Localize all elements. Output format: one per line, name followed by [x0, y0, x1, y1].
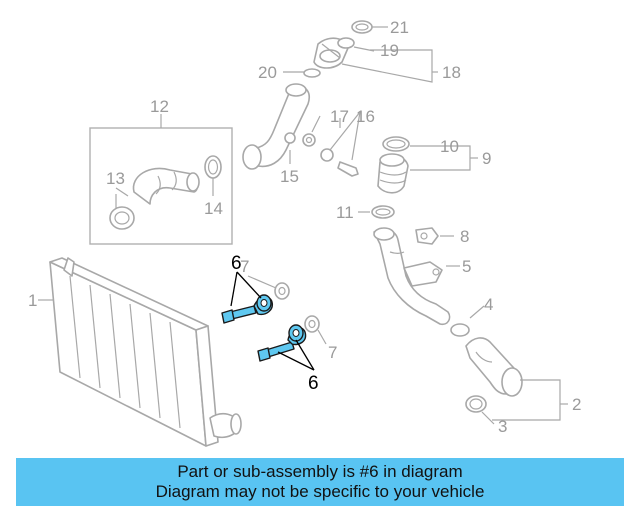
hose-part-13: [109, 167, 200, 230]
callout-11: 11: [336, 203, 354, 222]
part-6-leaders: [230, 271, 315, 371]
bolt-part-16: [320, 148, 359, 177]
callout-18: 18: [442, 63, 461, 82]
callout-7-lower: 7: [328, 343, 337, 362]
pipe-part-5: [373, 227, 451, 326]
clamp-part-11: [371, 205, 395, 219]
banner-line-part-number: Part or sub-assembly is #6 in diagram: [177, 462, 463, 481]
callout-1: 1: [28, 291, 37, 310]
callout-4: 4: [484, 295, 493, 314]
pipe-part-18: [313, 37, 349, 69]
callout-labels: 1 2 3 4 5 6 6 7 7 8 9 10 11 12 13 14 15 …: [28, 18, 581, 436]
clamp-part-10: [382, 136, 410, 152]
group-box-12: [89, 114, 233, 245]
clamp-part-21: [351, 20, 373, 34]
callout-13: 13: [106, 169, 125, 188]
callout-9: 9: [482, 149, 491, 168]
bolt-part-6-lower: [257, 324, 307, 362]
charge-pipe-upper: [242, 83, 310, 170]
callout-12: 12: [150, 97, 169, 116]
intercooler-part-1: [49, 257, 242, 447]
callout-17: 17: [330, 107, 349, 126]
callout-20: 20: [258, 63, 277, 82]
callout-21: 21: [390, 18, 409, 37]
leader-lines: [38, 26, 568, 425]
clamp-part-3: [465, 395, 487, 413]
callout-3: 3: [498, 417, 507, 436]
callout-2: 2: [572, 395, 581, 414]
info-banner: Part or sub-assembly is #6 in diagram Di…: [16, 458, 624, 506]
callout-7-upper: 7: [240, 257, 249, 276]
callout-15: 15: [280, 167, 299, 186]
oring-part-4: [450, 323, 470, 337]
callout-19: 19: [380, 41, 399, 60]
nut-part-17: [302, 133, 316, 147]
banner-line-disclaimer: Diagram may not be specific to your vehi…: [155, 482, 485, 501]
callout-6-upper: 6: [231, 253, 242, 274]
hose-part-2: [465, 337, 523, 397]
callout-5: 5: [462, 257, 471, 276]
callout-14: 14: [204, 199, 223, 218]
callout-8: 8: [460, 227, 469, 246]
hose-part-9: [377, 153, 409, 194]
parts-diagram: 1 2 3 4 5 6 6 7 7 8 9 10 11 12 13 14 15 …: [28, 18, 581, 447]
oring-part-20: [303, 68, 321, 78]
sensor-part-8: [415, 227, 439, 245]
seal-part-14: [204, 155, 222, 179]
oring-part-19: [337, 37, 355, 49]
callout-16: 16: [356, 107, 375, 126]
washer-part-7-upper: [274, 282, 290, 300]
callout-6-lower: 6: [308, 373, 319, 394]
callout-10: 10: [440, 137, 459, 156]
bolt-part-6-upper: [221, 294, 273, 324]
washer-part-7-lower: [304, 315, 320, 333]
